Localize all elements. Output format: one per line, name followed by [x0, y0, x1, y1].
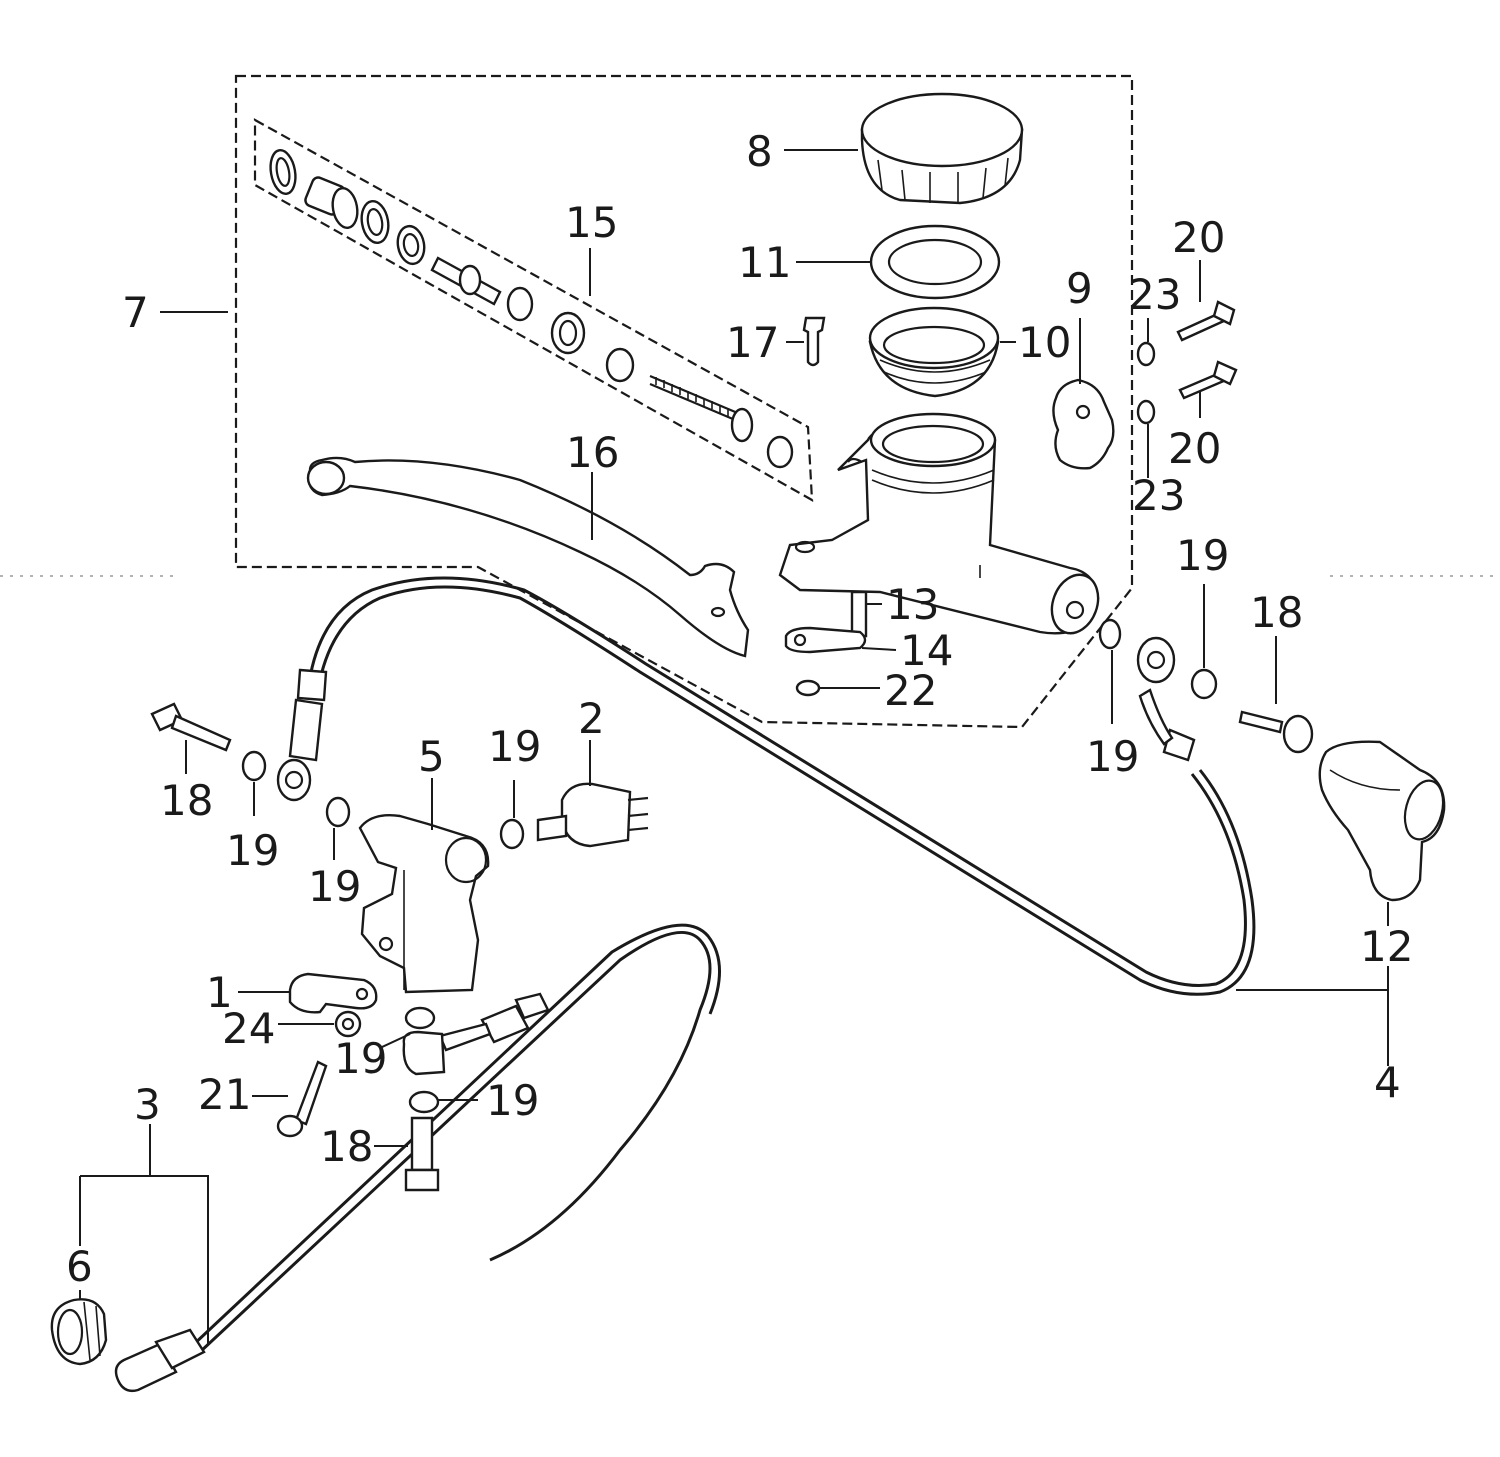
callout-19-mid-right: 19: [1086, 732, 1139, 781]
callout-19-right-upper: 19: [1176, 531, 1229, 580]
hose-3: [114, 923, 721, 1393]
callout-1: 1: [206, 968, 233, 1017]
callout-11: 11: [738, 238, 791, 287]
callout-5: 5: [418, 732, 445, 781]
diaphragm-10: [868, 306, 1000, 398]
callout-9: 9: [1066, 264, 1093, 313]
callout-20-upper: 20: [1172, 213, 1225, 262]
hose-4: [276, 576, 1256, 996]
callout-19-banjo: 19: [334, 1034, 387, 1083]
callout-18-left: 18: [160, 776, 213, 825]
callout-12: 12: [1360, 922, 1413, 971]
piston-kit-frame-15: [253, 118, 814, 502]
bolts-20: [1176, 300, 1238, 400]
bolt-18-bottom: [404, 1116, 440, 1192]
callout-24: 24: [222, 1004, 275, 1053]
callout-22: 22: [884, 666, 937, 715]
callout-7: 7: [122, 288, 149, 337]
washer-24: [334, 1010, 362, 1038]
callout-21: 21: [198, 1070, 251, 1119]
callout-18-right: 18: [1250, 588, 1303, 637]
callout-labels: 7 8 15 11 20 9 23 17 10 20 16 23 19 13 1…: [66, 127, 1413, 1291]
piston-kit-parts: [269, 149, 794, 469]
callout-17: 17: [726, 318, 779, 367]
leader-lines: [79, 149, 1389, 1344]
callout-10: 10: [1018, 318, 1071, 367]
pivot-pin-13: [850, 590, 868, 638]
callout-18-bottom: 18: [320, 1122, 373, 1171]
callout-14: 14: [900, 626, 953, 675]
master-cylinder-body: [778, 412, 1100, 635]
callout-16: 16: [566, 428, 619, 477]
assembly-boundary-7: [234, 74, 1134, 729]
joint-body-5: [358, 814, 490, 994]
callout-4: 4: [1374, 1058, 1401, 1107]
callout-20-lower: 20: [1168, 424, 1221, 473]
callout-6: 6: [66, 1242, 93, 1291]
clamp-1: [288, 972, 378, 1014]
holder-9: [1052, 378, 1115, 470]
clutch-lever-16: [306, 456, 750, 658]
switch-2: [536, 782, 649, 848]
grommet-6: [50, 1298, 108, 1366]
callout-19-switch: 19: [488, 722, 541, 771]
bolt-18-right: [1238, 710, 1314, 754]
callout-8: 8: [746, 127, 773, 176]
reservoir-cap-8: [860, 92, 1024, 205]
callout-19-left-lower: 19: [308, 862, 361, 911]
callout-23-lower: 23: [1132, 471, 1185, 520]
pivot-plate-14: [784, 626, 867, 654]
washers-23: [1136, 341, 1156, 425]
callout-19-bottom: 19: [486, 1076, 539, 1125]
bolt-17: [802, 316, 826, 367]
callout-23-upper: 23: [1128, 270, 1181, 319]
callout-19-left: 19: [226, 826, 279, 875]
boot-12: [1318, 740, 1446, 902]
bolt-18-left: [150, 702, 232, 752]
washers-19-left: [241, 750, 525, 850]
callout-3: 3: [134, 1080, 161, 1129]
diaphragm-plate-11: [869, 224, 1001, 300]
lower-banjo-fitting: [402, 1006, 446, 1114]
washer-19-right: [1098, 618, 1218, 700]
nut-22: [795, 679, 821, 697]
bolt-21: [276, 1060, 328, 1138]
callout-13: 13: [886, 580, 939, 629]
callout-2: 2: [578, 694, 605, 743]
callout-15: 15: [565, 198, 618, 247]
